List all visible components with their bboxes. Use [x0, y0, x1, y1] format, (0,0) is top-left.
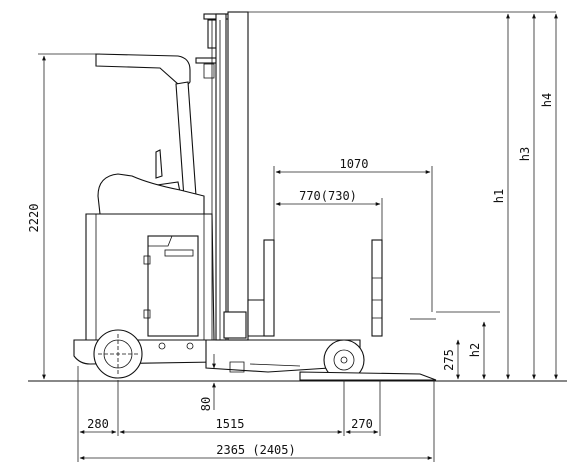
label-275: 275 — [442, 349, 456, 371]
label-1070: 1070 — [340, 157, 369, 171]
dim-fork-outer: 1070 — [273, 157, 433, 312]
label-280: 280 — [87, 417, 109, 431]
mast-assembly — [195, 11, 436, 341]
forklift-body — [73, 53, 437, 381]
dim-ground-clearance: 80 — [199, 354, 216, 411]
label-80: 80 — [199, 397, 213, 411]
dim-heights: h2 275 h1 h3 h4 — [240, 11, 558, 380]
label-2220: 2220 — [27, 204, 41, 233]
dim-fork-inner: 770(730) — [275, 189, 383, 240]
label-2365-2405: 2365 (2405) — [216, 443, 295, 457]
dim-lengths: 280 1515 270 2365 (2405) — [77, 366, 435, 462]
label-1515: 1515 — [216, 417, 245, 431]
label-h4: h4 — [540, 93, 554, 107]
label-770-730: 770(730) — [299, 189, 357, 203]
dim-overall-height: 2220 — [27, 53, 100, 380]
label-h2: h2 — [468, 343, 482, 357]
label-h3: h3 — [518, 147, 532, 161]
label-h1: h1 — [492, 189, 506, 203]
label-270: 270 — [351, 417, 373, 431]
